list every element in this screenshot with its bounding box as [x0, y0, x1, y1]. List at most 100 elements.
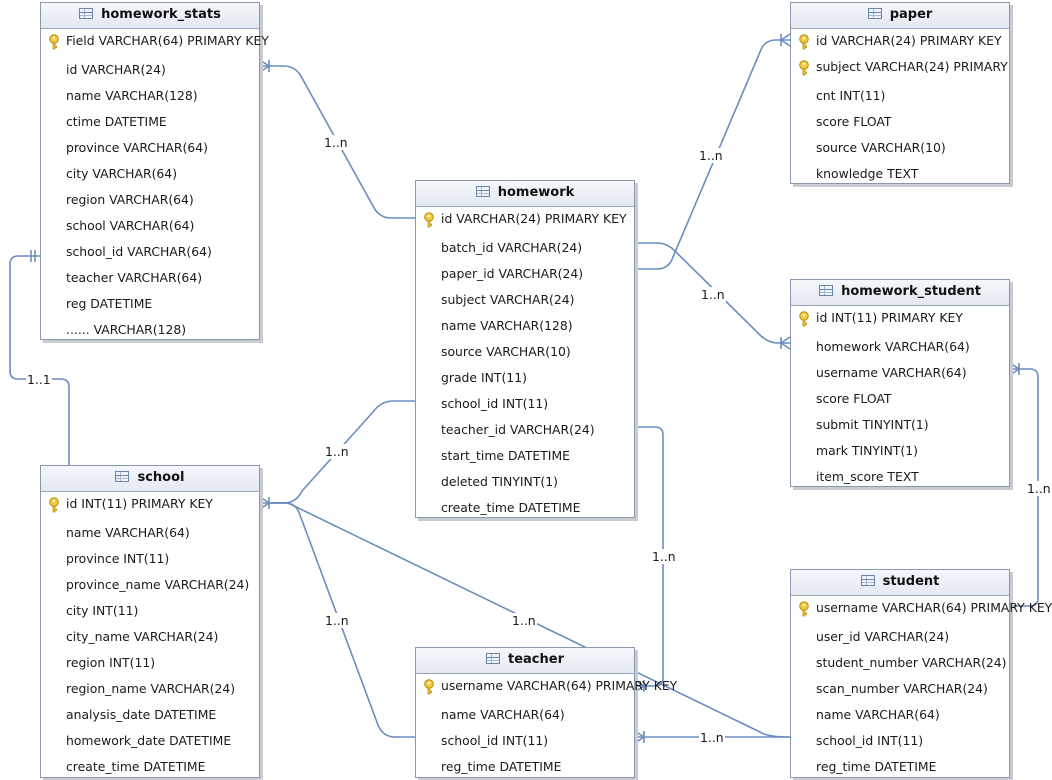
column-row[interactable]: subject VARCHAR(24) PRIMARY [816, 59, 1008, 74]
entity-header[interactable]: homework_student [791, 280, 1009, 306]
column-row[interactable]: region_name VARCHAR(24) [66, 681, 236, 696]
entity-header[interactable]: student [791, 570, 1009, 596]
column-row[interactable]: id VARCHAR(24) [66, 62, 166, 77]
entity-homework-student[interactable]: homework_student id INT(11) PRIMARY KEY … [790, 279, 1010, 487]
column-row[interactable]: source VARCHAR(10) [441, 344, 571, 359]
column-row[interactable]: id INT(11) PRIMARY KEY [66, 496, 213, 511]
column-row[interactable]: subject VARCHAR(24) [441, 292, 575, 307]
column-row[interactable]: create_time DATETIME [66, 759, 206, 774]
column-row[interactable]: city INT(11) [66, 603, 139, 618]
column-row[interactable]: school_id VARCHAR(64) [66, 244, 212, 259]
column-row[interactable]: province INT(11) [66, 551, 170, 566]
entity-homework[interactable]: homework id VARCHAR(24) PRIMARY KEY batc… [415, 180, 635, 518]
entity-header[interactable]: homework [416, 181, 634, 207]
crowfoot-teacher-homework [634, 679, 645, 693]
column-row[interactable]: batch_id VARCHAR(24) [441, 240, 583, 255]
column-row[interactable]: username VARCHAR(64) PRIMARY KEY [441, 678, 678, 693]
crowfoot-homework-stats [259, 59, 270, 73]
table-icon [860, 575, 875, 586]
column-row[interactable]: teacher_id VARCHAR(24) [441, 422, 595, 437]
column-row[interactable]: id VARCHAR(24) PRIMARY KEY [441, 211, 627, 226]
table-icon [486, 653, 500, 664]
column-row[interactable]: score FLOAT [816, 391, 892, 406]
column-row[interactable]: name VARCHAR(64) [441, 707, 565, 722]
column-row[interactable]: city VARCHAR(64) [66, 166, 178, 181]
entity-paper[interactable]: paper id VARCHAR(24) PRIMARY KEY subject… [790, 2, 1010, 184]
column-row[interactable]: start_time DATETIME [441, 448, 570, 463]
column-row[interactable]: school_id INT(11) [441, 733, 549, 748]
rel-label-stats-school: 1..1 [26, 372, 52, 387]
entity-title: paper [889, 7, 933, 22]
column-row[interactable]: grade INT(11) [441, 370, 527, 385]
column-row[interactable]: school VARCHAR(64) [66, 218, 195, 233]
column-row[interactable]: username VARCHAR(64) PRIMARY KEY [816, 600, 1052, 615]
column-row[interactable]: scan_number VARCHAR(24) [816, 681, 988, 696]
key-icon [799, 60, 809, 76]
column-row[interactable]: name VARCHAR(64) [816, 707, 940, 722]
column-row[interactable]: ...... VARCHAR(128) [66, 322, 187, 337]
crowfoot-student-hs [1009, 362, 1020, 376]
key-icon [49, 497, 59, 513]
table-icon [115, 471, 130, 482]
key-icon [49, 34, 59, 50]
column-row[interactable]: province VARCHAR(64) [66, 140, 208, 155]
column-row[interactable]: knowledge TEXT [816, 166, 919, 181]
entity-student[interactable]: student username VARCHAR(64) PRIMARY KEY… [790, 569, 1052, 778]
key-icon [424, 679, 434, 695]
entity-title: homework [497, 185, 575, 200]
key-icon [424, 212, 434, 228]
column-row[interactable]: name VARCHAR(128) [441, 318, 573, 333]
column-row[interactable]: analysis_date DATETIME [66, 707, 217, 722]
column-row[interactable]: name VARCHAR(128) [66, 88, 198, 103]
rel-label-homework-paper: 1..n [698, 148, 724, 163]
rel-label-school-student: 1..n [511, 613, 537, 628]
entity-header[interactable]: paper [791, 3, 1009, 29]
rel-label-student-teacher: 1..n [699, 730, 725, 745]
column-row[interactable]: id VARCHAR(24) PRIMARY KEY [816, 33, 1002, 48]
table-icon [867, 8, 882, 19]
entity-teacher[interactable]: teacher username VARCHAR(64) PRIMARY KEY… [415, 647, 678, 778]
column-row[interactable]: teacher VARCHAR(64) [66, 270, 203, 285]
rel-label-student-hs: 1..n [1026, 481, 1052, 496]
entity-title: homework_student [841, 284, 981, 299]
entity-header[interactable]: school [41, 466, 259, 492]
crowfoot-homework-hs [780, 336, 791, 350]
column-row[interactable]: deleted TINYINT(1) [441, 474, 558, 489]
column-row[interactable]: item_score TEXT [816, 469, 919, 484]
column-row[interactable]: student_number VARCHAR(24) [816, 655, 1007, 670]
table-icon [79, 8, 94, 19]
column-row[interactable]: city_name VARCHAR(24) [66, 629, 219, 644]
column-row[interactable]: cnt INT(11) [816, 88, 886, 103]
column-row[interactable]: source VARCHAR(10) [816, 140, 946, 155]
column-row[interactable]: reg DATETIME [66, 296, 153, 311]
entity-title: student [882, 574, 940, 589]
column-row[interactable]: reg_time DATETIME [816, 759, 937, 774]
one-marker-stats [30, 250, 36, 262]
column-row[interactable]: user_id VARCHAR(24) [816, 629, 950, 644]
entity-school[interactable]: school id INT(11) PRIMARY KEY name VARCH… [40, 465, 260, 778]
column-row[interactable]: Field VARCHAR(64) PRIMARY KEY [66, 33, 269, 48]
column-row[interactable]: id INT(11) PRIMARY KEY [816, 310, 963, 325]
column-row[interactable]: paper_id VARCHAR(24) [441, 266, 584, 281]
column-row[interactable]: name VARCHAR(64) [66, 525, 190, 540]
column-row[interactable]: submit TINYINT(1) [816, 417, 929, 432]
column-row[interactable]: school_id INT(11) [816, 733, 924, 748]
column-row[interactable]: school_id INT(11) [441, 396, 549, 411]
table-icon [475, 186, 490, 197]
column-row[interactable]: reg_time DATETIME [441, 759, 562, 774]
crowfoot-student-teacher [634, 730, 645, 744]
column-row[interactable]: homework VARCHAR(64) [816, 339, 970, 354]
column-row[interactable]: create_time DATETIME [441, 500, 581, 515]
column-row[interactable]: username VARCHAR(64) [816, 365, 967, 380]
entity-header[interactable]: homework_stats [41, 3, 259, 29]
column-row[interactable]: province_name VARCHAR(24) [66, 577, 250, 592]
column-row[interactable]: score FLOAT [816, 114, 892, 129]
column-row[interactable]: region INT(11) [66, 655, 156, 670]
entity-header[interactable]: teacher [416, 648, 634, 674]
column-row[interactable]: mark TINYINT(1) [816, 443, 918, 458]
column-row[interactable]: region VARCHAR(64) [66, 192, 194, 207]
column-row[interactable]: homework_date DATETIME [66, 733, 232, 748]
crowfoot-school [259, 496, 270, 510]
column-row[interactable]: ctime DATETIME [66, 114, 167, 129]
entity-homework-stats[interactable]: homework_stats Field VARCHAR(64) PRIMARY… [40, 2, 269, 340]
